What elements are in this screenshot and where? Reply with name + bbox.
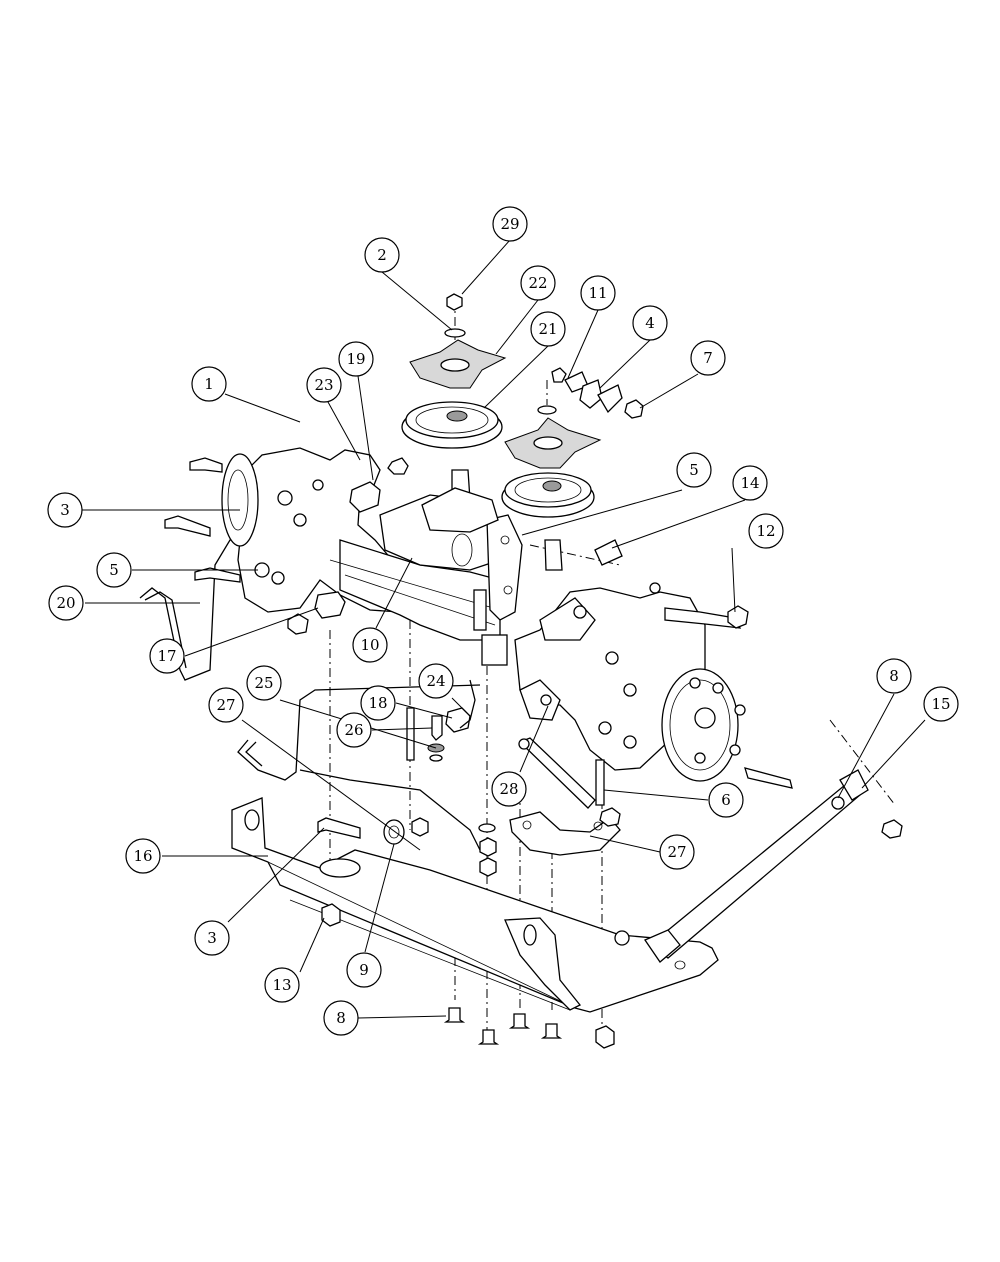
callout-20: 20 (48, 585, 84, 621)
callout-12: 12 (748, 513, 784, 549)
callout-6: 6 (708, 782, 744, 818)
svg-text:27: 27 (667, 843, 686, 861)
svg-text:29: 29 (500, 215, 519, 233)
callout-5-right: 5 (676, 452, 712, 488)
callout-29: 29 (492, 206, 528, 242)
svg-text:4: 4 (645, 314, 655, 332)
svg-text:18: 18 (368, 694, 387, 712)
svg-text:12: 12 (756, 522, 775, 540)
callout-27-right: 27 (659, 834, 695, 870)
leader-lines (82, 239, 926, 1019)
callout-27-left: 27 (208, 687, 244, 723)
svg-text:7: 7 (703, 349, 713, 367)
svg-text:26: 26 (344, 721, 363, 739)
svg-text:2: 2 (377, 246, 387, 264)
base-plate (231, 797, 719, 1013)
svg-text:6: 6 (721, 791, 731, 809)
svg-text:3: 3 (60, 501, 70, 519)
callout-1: 1 (191, 366, 227, 402)
svg-text:5: 5 (689, 461, 699, 479)
right-transaxle (514, 539, 793, 789)
top-right-hardware (551, 367, 644, 419)
callout-15: 15 (923, 686, 959, 722)
right-pulley-stack (501, 405, 602, 571)
bracket-right (509, 811, 621, 856)
callout-3-upper: 3 (47, 492, 83, 528)
callout-24: 24 (418, 663, 454, 699)
callout-22: 22 (520, 265, 556, 301)
control-rods (139, 539, 481, 851)
svg-text:9: 9 (359, 961, 369, 979)
callout-21: 21 (530, 311, 566, 347)
callout-7: 7 (690, 340, 726, 376)
callout-13: 13 (264, 967, 300, 1003)
svg-text:17: 17 (157, 647, 176, 665)
callout-18: 18 (360, 685, 396, 721)
svg-text:13: 13 (272, 976, 291, 994)
callout-bubbles: 29 2 22 11 4 21 7 19 1 23 3 5 14 12 5 20… (47, 206, 959, 1036)
svg-text:25: 25 (254, 674, 273, 692)
svg-text:11: 11 (588, 284, 607, 302)
left-pulley-stack (401, 293, 507, 533)
svg-text:10: 10 (360, 636, 379, 654)
svg-text:28: 28 (499, 780, 518, 798)
svg-text:19: 19 (346, 350, 365, 368)
callout-14: 14 (732, 465, 768, 501)
svg-text:20: 20 (56, 594, 75, 612)
svg-text:16: 16 (133, 847, 152, 865)
svg-text:24: 24 (426, 672, 445, 690)
callout-2: 2 (364, 237, 400, 273)
svg-text:8: 8 (889, 667, 899, 685)
callout-19: 19 (338, 341, 374, 377)
svg-text:3: 3 (207, 929, 217, 947)
callout-26: 26 (336, 712, 372, 748)
small-hardware (317, 679, 621, 1049)
svg-text:15: 15 (931, 695, 950, 713)
callout-28: 28 (491, 771, 527, 807)
svg-text:1: 1 (204, 375, 214, 393)
tie-rod (614, 769, 903, 963)
callout-5-left: 5 (96, 552, 132, 588)
svg-text:14: 14 (740, 474, 759, 492)
callout-4: 4 (632, 305, 668, 341)
svg-text:27: 27 (216, 696, 235, 714)
callout-11: 11 (580, 275, 616, 311)
callout-10: 10 (352, 627, 388, 663)
svg-text:8: 8 (336, 1009, 346, 1027)
callout-23: 23 (306, 367, 342, 403)
left-transaxle (164, 447, 411, 635)
svg-text:23: 23 (314, 376, 333, 394)
svg-text:22: 22 (528, 274, 547, 292)
callout-9: 9 (346, 952, 382, 988)
callout-8-right: 8 (876, 658, 912, 694)
callout-17: 17 (149, 638, 185, 674)
svg-text:21: 21 (538, 320, 557, 338)
callout-3-lower: 3 (194, 920, 230, 956)
callout-8-lower: 8 (323, 1000, 359, 1036)
callout-25: 25 (246, 665, 282, 701)
callout-16: 16 (125, 838, 161, 874)
svg-text:5: 5 (109, 561, 119, 579)
